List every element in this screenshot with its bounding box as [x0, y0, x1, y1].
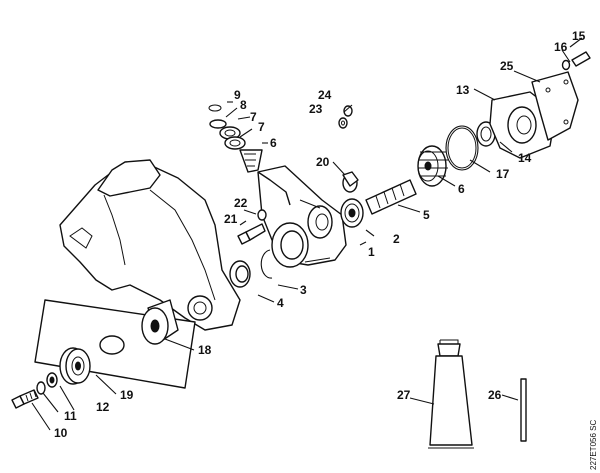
- part-18-collar: [141, 299, 179, 345]
- callout-20: 20: [316, 155, 330, 169]
- part-3-circlip: [260, 249, 273, 279]
- part-23-washer: [338, 117, 348, 129]
- callout-3: 3: [300, 283, 307, 297]
- callout-17: 17: [496, 167, 510, 181]
- callout-8: 8: [240, 98, 247, 112]
- part-11-lock-washer: [36, 381, 46, 395]
- callout-2: 2: [393, 232, 400, 246]
- part-17-o-ring: [445, 125, 479, 171]
- callout-1: 1: [368, 245, 375, 259]
- callout-9: 9: [234, 88, 241, 102]
- part-6-bevel-gear: [417, 145, 448, 187]
- callouts: 1 2 3 4 5 6 6 7 7 8 9 10 11 12 13 14 15 …: [54, 29, 586, 440]
- part-19-thrust-washer: [59, 347, 91, 385]
- part-4-seal-ring: [229, 260, 251, 288]
- callout-26: 26: [488, 388, 502, 402]
- callout-5: 5: [423, 208, 430, 222]
- callout-27: 27: [397, 388, 411, 402]
- callout-22: 22: [234, 196, 248, 210]
- callout-21: 21: [224, 212, 238, 226]
- callout-25: 25: [500, 59, 514, 73]
- callout-4: 4: [277, 296, 284, 310]
- part-25-cover: [531, 71, 579, 141]
- callout-14: 14: [518, 151, 532, 165]
- callout-23: 23: [309, 102, 323, 116]
- leader-lines: [31, 37, 583, 431]
- callout-6-pinion: 6: [270, 136, 277, 150]
- part-27-grease-tube: [428, 339, 474, 449]
- callout-13: 13: [456, 83, 470, 97]
- part-20-plug: [342, 171, 359, 193]
- part-22-washer: [257, 209, 267, 221]
- callout-16: 16: [554, 40, 568, 54]
- part-9-circlip: [208, 104, 222, 112]
- part-2-bearing: [340, 198, 364, 228]
- blade-guard: [59, 159, 241, 331]
- part-7-bearing-lower: [224, 136, 246, 150]
- part-21-screw: [237, 223, 266, 245]
- part-12-washer: [46, 372, 58, 388]
- drawing-reference: 227ET056 SC: [589, 420, 598, 470]
- part-8-washer: [209, 119, 227, 129]
- part-26-pin: [520, 378, 527, 442]
- part-6-pinion-gear: [239, 149, 263, 173]
- callout-18: 18: [198, 343, 212, 357]
- gear-housing: [257, 165, 347, 268]
- callout-7-lower: 7: [258, 120, 265, 134]
- callout-24: 24: [318, 88, 332, 102]
- part-5-shaft: [365, 179, 417, 215]
- part-15-screw: [571, 51, 591, 67]
- callout-6-gear: 6: [458, 182, 465, 196]
- part-16-washer: [561, 59, 571, 71]
- part-10-bolt: [11, 389, 39, 409]
- callout-15: 15: [572, 29, 586, 43]
- callout-19: 19: [120, 388, 134, 402]
- callout-7-upper: 7: [250, 110, 257, 124]
- callout-11: 11: [64, 409, 77, 423]
- part-24-screw: [343, 105, 353, 117]
- callout-12: 12: [96, 400, 110, 414]
- callout-10: 10: [54, 426, 68, 440]
